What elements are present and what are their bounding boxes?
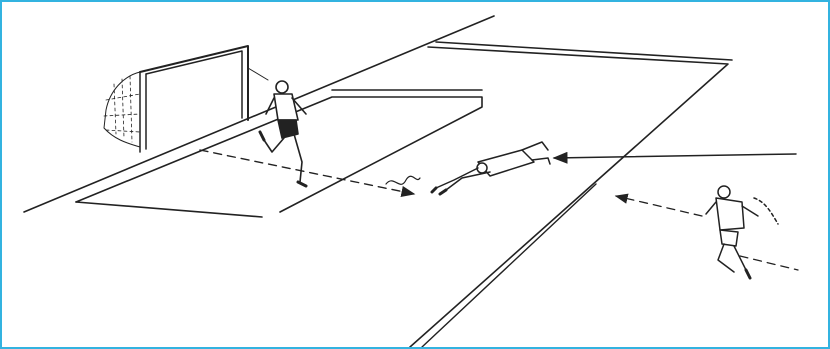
dashed-run-arrow <box>616 196 702 216</box>
goalkeeper-figure <box>432 142 550 194</box>
goal-line <box>24 16 494 212</box>
penalty-area-line <box>410 47 728 347</box>
ball-spin-squiggle <box>386 176 420 184</box>
kicker-figure <box>706 186 778 278</box>
pitch-lines <box>24 16 732 347</box>
ball-path-arrow <box>200 150 414 194</box>
goal <box>104 46 268 152</box>
dashed-follow-arrow <box>740 256 798 270</box>
solid-shot-arrow <box>554 154 796 158</box>
